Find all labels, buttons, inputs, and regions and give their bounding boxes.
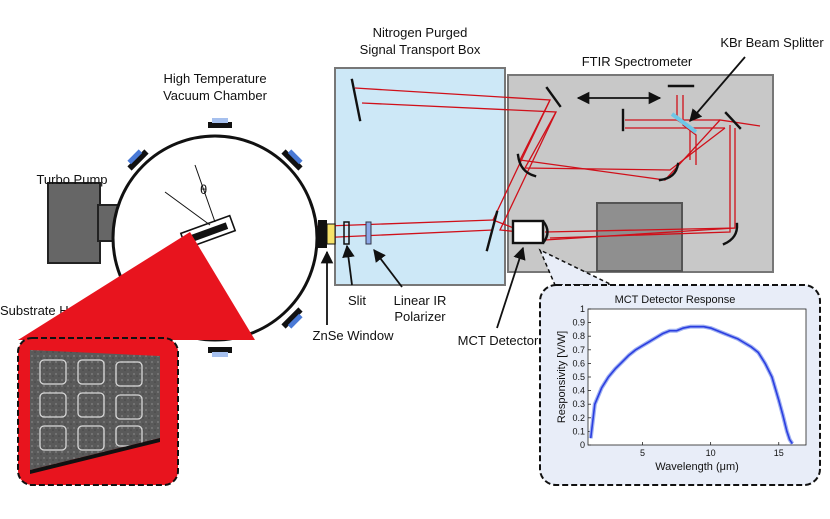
y-tick-label: 1: [580, 304, 585, 314]
y-tick-label: 0.1: [572, 426, 585, 436]
x-tick-label: 5: [640, 448, 645, 458]
mct-detector-label: MCT Detector: [458, 333, 539, 348]
slit: [343, 221, 350, 245]
y-tick-label: 0.3: [572, 399, 585, 409]
transport-box-subtitle: Signal Transport Box: [360, 42, 481, 57]
x-tick-label: 10: [706, 448, 716, 458]
y-tick-label: 0.8: [572, 331, 585, 341]
theta-label: θ: [200, 182, 207, 197]
y-tick-label: 0.7: [572, 345, 585, 355]
window-flange: [318, 220, 327, 248]
chamber-label-line2: Vacuum Chamber: [163, 88, 267, 103]
znse-window: [326, 223, 336, 245]
series-line: [589, 325, 794, 445]
chart-series: [588, 324, 795, 445]
beam-incidence: [164, 191, 211, 226]
sem-pattern: [39, 359, 143, 451]
turbo-pump: [47, 182, 101, 264]
chart-xlabel: Wavelength (μm): [655, 461, 739, 473]
mirror: [545, 86, 562, 108]
slit-pointer: [342, 244, 355, 286]
slit-label: Slit: [348, 293, 366, 308]
chamber-label-line1: High Temperature: [163, 71, 266, 86]
mct-detector-pointer: [496, 246, 526, 329]
mirror: [658, 162, 680, 182]
mirror: [722, 222, 739, 246]
sem-edge: [30, 438, 160, 474]
polarizer-label-line2: Polarizer: [394, 309, 446, 324]
x-tick-label: 15: [774, 448, 784, 458]
polarizer-label-line1: Linear IR: [394, 293, 447, 308]
ftir-source: [596, 202, 683, 272]
mirror: [724, 111, 742, 130]
sem-callout: [18, 232, 255, 340]
heater-normal: [194, 164, 216, 223]
beam-splitter-pointer: [689, 56, 746, 122]
polarizer-pointer: [373, 248, 403, 288]
sem-image: [30, 350, 160, 470]
mirror: [350, 78, 362, 122]
mct-detector: [511, 219, 545, 245]
transport-box-title: Nitrogen Purged: [373, 25, 468, 40]
mirror: [485, 210, 499, 252]
chart-ylabel: Responsivity [V/W]: [556, 331, 568, 423]
turbo-pump-label: Turbo Pump: [36, 172, 107, 187]
y-tick-label: 0.2: [572, 413, 585, 423]
znse-window-label: ZnSe Window: [313, 328, 395, 343]
transport-box: [334, 67, 506, 286]
chart-axes: 5 10 15 0 0.1 0.2 0.3 0.4 0.5 0.6 0.7 0.8 0.9 1: [572, 304, 783, 458]
y-tick-label: 0.5: [572, 372, 585, 382]
chart-plot-area: [587, 308, 807, 446]
ftir-label: FTIR Spectrometer: [582, 54, 693, 69]
mct-detector-lens: [542, 220, 549, 244]
mirror: [516, 153, 537, 178]
y-tick-label: 0.4: [572, 386, 585, 396]
y-tick-label: 0.9: [572, 318, 585, 328]
y-tick-label: 0.6: [572, 358, 585, 368]
y-tick-label: 0: [580, 440, 585, 450]
chart-title: MCT Detector Response: [615, 294, 736, 306]
beam-splitter-label: KBr Beam Splitter: [720, 35, 824, 50]
beam-splitter: [670, 112, 698, 134]
polarizer: [365, 221, 372, 245]
